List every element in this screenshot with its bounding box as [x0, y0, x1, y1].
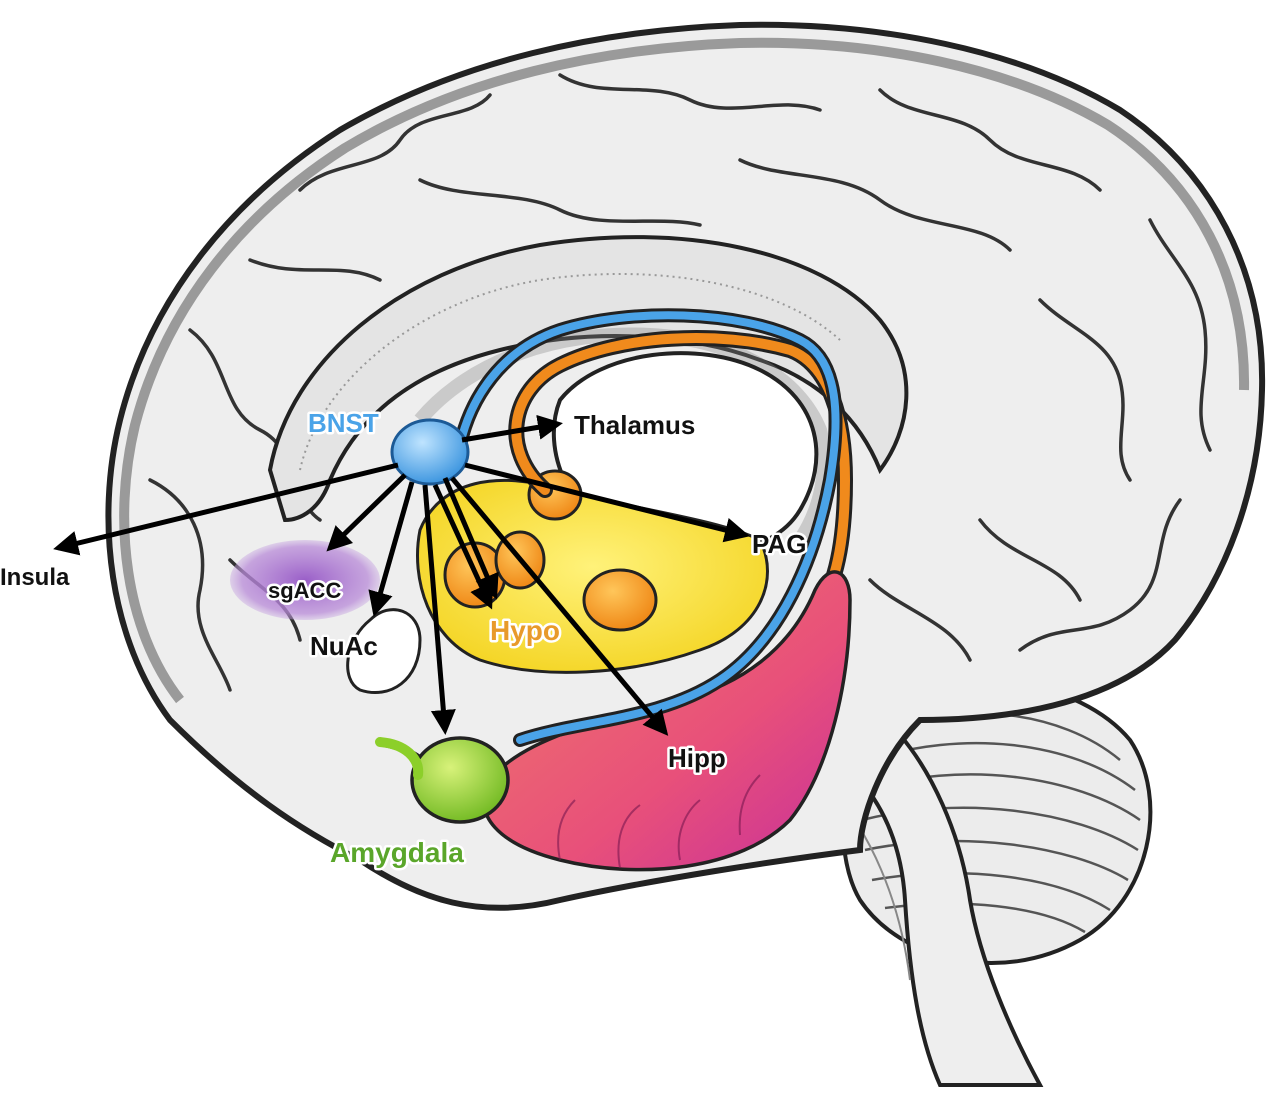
arrow-to-hipp	[450, 476, 669, 736]
label-insula: Insula	[0, 564, 70, 591]
sgacc-region	[230, 540, 380, 620]
label-pag: PAG	[752, 529, 806, 559]
arrow-to-insula	[53, 462, 399, 556]
arrow-to-amygdala	[422, 484, 456, 735]
bnst-node	[390, 418, 470, 486]
arrow-to-pag	[464, 462, 750, 543]
amygdala	[375, 736, 510, 824]
label-hypo: Hypo	[490, 615, 560, 646]
nuac-region	[346, 608, 422, 695]
label-bnst: BNST	[308, 408, 379, 438]
projection-arrows	[53, 414, 750, 736]
label-sgacc: sgACC	[268, 578, 341, 603]
arrow-to-thalamus	[461, 414, 563, 443]
label-hipp: Hipp	[668, 743, 726, 773]
label-amygdala: Amygdala	[330, 837, 464, 868]
arrow-to-nuac	[368, 481, 415, 617]
arrow-to-hypo-2	[442, 477, 499, 600]
label-thalamus: Thalamus	[574, 410, 695, 440]
region-labels: BNST Thalamus PAG Insula sgACC NuAc Hypo…	[0, 406, 809, 871]
arrow-to-sgacc	[326, 473, 407, 552]
label-nuac: NuAc	[310, 631, 378, 661]
